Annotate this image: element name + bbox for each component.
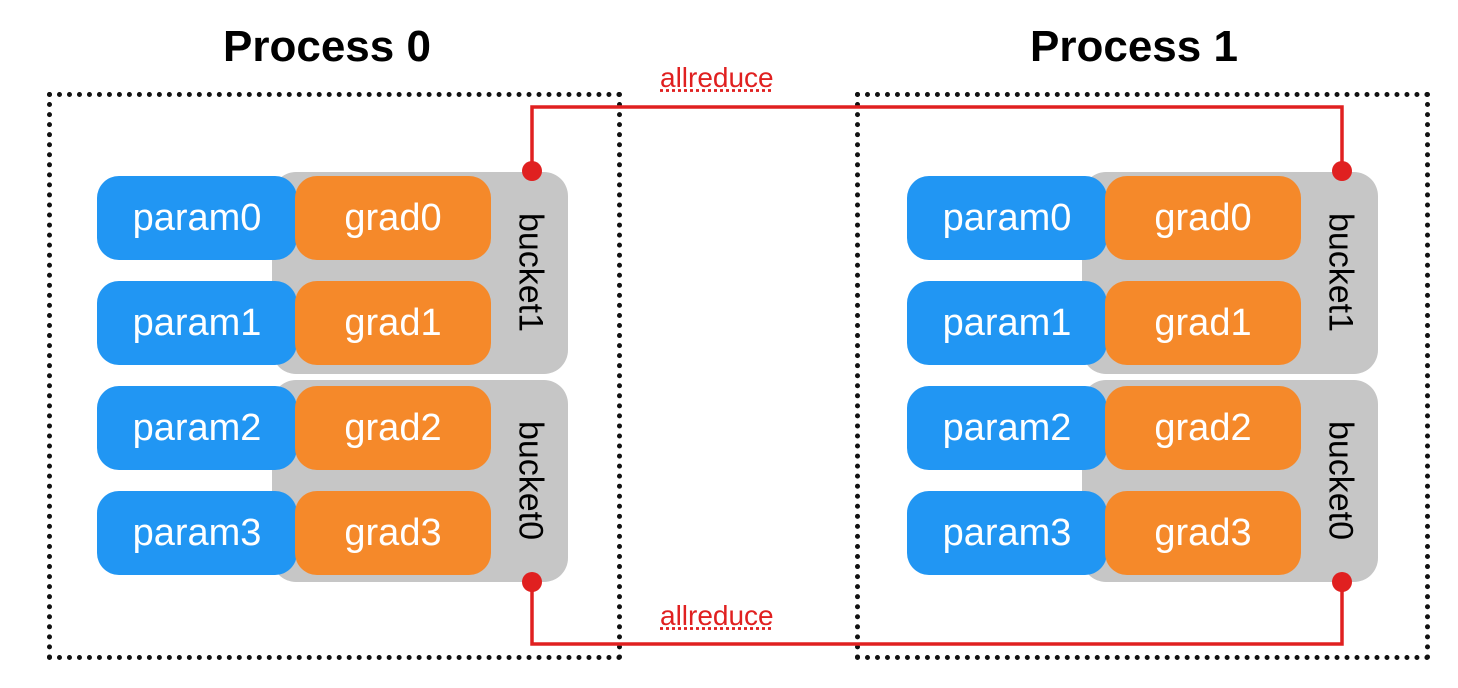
param-0-p0: param0 bbox=[97, 176, 297, 260]
param-2-p1: param2 bbox=[907, 386, 1107, 470]
param-0-p1: param0 bbox=[907, 176, 1107, 260]
allreduce-bottom-dot-p1 bbox=[1332, 572, 1352, 592]
process-0-box bbox=[47, 92, 622, 660]
grad-3-p0: grad3 bbox=[295, 491, 491, 575]
param-1-p0: param1 bbox=[97, 281, 297, 365]
grad-0-p0: grad0 bbox=[295, 176, 491, 260]
param-3-p0: param3 bbox=[97, 491, 297, 575]
allreduce-bottom-label: allreduce bbox=[660, 600, 774, 631]
allreduce-top-label: allreduce bbox=[660, 62, 774, 93]
process-0-title: Process 0 bbox=[223, 22, 431, 71]
param-2-p0: param2 bbox=[97, 386, 297, 470]
allreduce-top-line bbox=[530, 105, 1344, 171]
grad-1-p1: grad1 bbox=[1105, 281, 1301, 365]
allreduce-top-dot-p1 bbox=[1332, 161, 1352, 181]
process-1-title: Process 1 bbox=[1030, 22, 1238, 71]
allreduce-top-dot-p0 bbox=[522, 161, 542, 181]
grad-0-p1: grad0 bbox=[1105, 176, 1301, 260]
grad-3-p1: grad3 bbox=[1105, 491, 1301, 575]
grad-2-p0: grad2 bbox=[295, 386, 491, 470]
grad-1-p0: grad1 bbox=[295, 281, 491, 365]
allreduce-bottom-line bbox=[530, 582, 1344, 646]
process-1-box bbox=[855, 92, 1430, 660]
param-3-p1: param3 bbox=[907, 491, 1107, 575]
grad-2-p1: grad2 bbox=[1105, 386, 1301, 470]
param-1-p1: param1 bbox=[907, 281, 1107, 365]
allreduce-bottom-dot-p0 bbox=[522, 572, 542, 592]
